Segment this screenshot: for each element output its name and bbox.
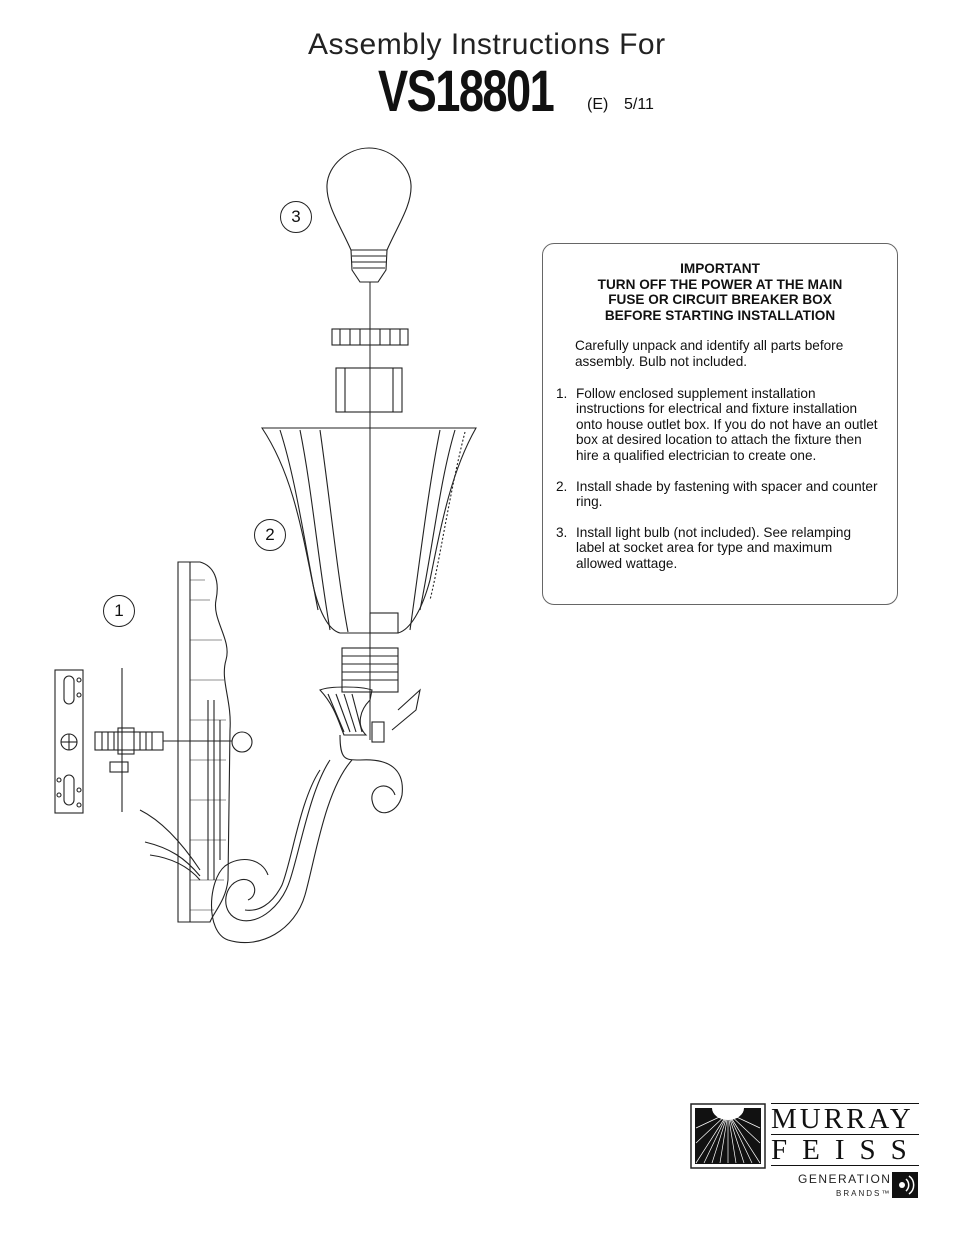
callout-2: 2	[254, 519, 286, 551]
model-number: VS18801	[378, 59, 555, 124]
step-text: Install light bulb (not included). See r…	[576, 524, 852, 571]
instructions-box: IMPORTANT TURN OFF THE POWER AT THE MAIN…	[542, 243, 898, 605]
backplate-illustration	[177, 561, 253, 923]
warning-heading: IMPORTANT TURN OFF THE POWER AT THE MAIN…	[543, 261, 897, 323]
spacer-illustration	[335, 367, 403, 413]
light-bulb-illustration	[326, 147, 412, 283]
generation-brands-icon	[892, 1172, 918, 1198]
warning-line: TURN OFF THE POWER AT THE MAIN	[597, 276, 843, 292]
warning-line: IMPORTANT	[680, 261, 760, 276]
callout-1: 1	[103, 595, 135, 627]
brand-wordmark: MURRAY FEISS	[771, 1103, 919, 1166]
step-item: 2. Install shade by fastening with space…	[556, 479, 879, 510]
step-number: 3.	[556, 524, 568, 540]
warning-line: BEFORE STARTING INSTALLATION	[604, 307, 836, 323]
murray-feiss-logo-icon	[690, 1103, 766, 1169]
steps-list: 1. Follow enclosed supplement installati…	[556, 386, 879, 572]
step-number: 1.	[556, 385, 568, 401]
brand-line-2: FEISS	[771, 1134, 922, 1166]
intro-text: Carefully unpack and identify all parts …	[575, 338, 844, 369]
glass-shade-illustration	[260, 427, 477, 634]
scroll-arm-illustration	[210, 734, 403, 944]
mounting-strap-illustration	[54, 669, 84, 814]
revision-date: 5/11	[624, 96, 654, 113]
brand-line-1: MURRAY	[771, 1103, 919, 1135]
step-item: 3. Install light bulb (not included). Se…	[556, 525, 879, 572]
brands-text: BRANDS™	[836, 1189, 892, 1198]
callout-3: 3	[280, 201, 312, 233]
generation-text: GENERATION	[798, 1172, 892, 1186]
revision-code: (E)	[587, 96, 609, 113]
step-item: 1. Follow enclosed supplement installati…	[556, 386, 879, 464]
step-number: 2.	[556, 478, 568, 494]
warning-line: FUSE OR CIRCUIT BREAKER BOX	[608, 292, 832, 308]
step-text: Follow enclosed supplement installation …	[576, 385, 878, 463]
threaded-nipple-illustration	[94, 668, 232, 881]
step-text: Install shade by fastening with spacer a…	[576, 478, 878, 510]
page-title: Assembly Instructions For	[308, 28, 666, 61]
